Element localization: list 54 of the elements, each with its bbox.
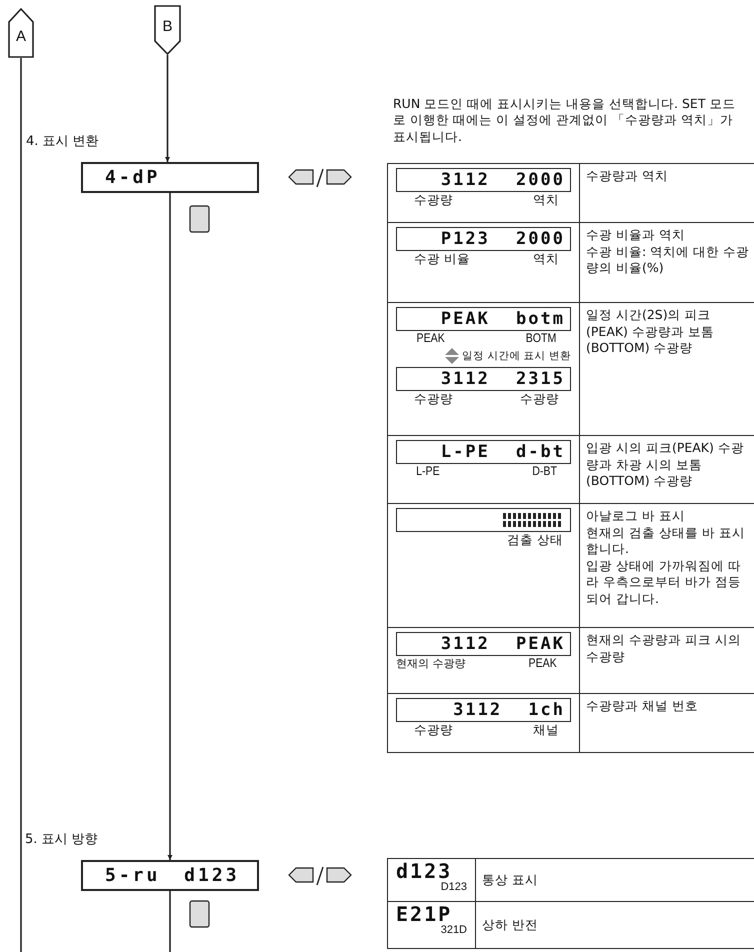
description-text: 현재의 검출 상태를 바 표시합니다. <box>586 524 746 558</box>
display-caption: 수광량 <box>414 391 453 408</box>
description-text: 현재의 수광량과 피크 시의 수광량 <box>586 632 742 665</box>
display-readout: L-PE d-bt <box>396 440 571 464</box>
flow-arrow <box>168 193 172 860</box>
display-caption: 현재의 수광량 <box>396 656 466 671</box>
display-readout: E21P <box>396 904 452 924</box>
flow-line <box>20 58 22 952</box>
display-caption: 검출 상태 <box>507 532 563 549</box>
display-readout: PEAK botm <box>396 307 571 331</box>
description-text: 수광량과 역치 <box>586 168 669 184</box>
display-readout: P123 2000 <box>396 227 571 251</box>
display-caption: 321D <box>440 924 467 936</box>
display-readout: 3112 2315 <box>396 367 571 391</box>
description-text: 아날로그 바 표시 <box>586 508 686 524</box>
display-caption: D-BT <box>532 464 557 478</box>
description-text: 입광 상태에 가까워짐에 따라 우측으로부터 바가 점등되어 갑니다. <box>586 558 742 607</box>
description-text: 통상 표시 <box>482 872 538 888</box>
display-caption: 수광량 <box>520 391 559 408</box>
description-text: 일정 시간(2S)의 피크(PEAK) 수광량과 보톰(BOTTOM) 수광량 <box>586 307 715 356</box>
display-readout: 3112 PEAK <box>396 632 571 656</box>
display-readout: 4-dP <box>104 167 160 188</box>
off-page-connector <box>8 8 34 58</box>
description-text: 수광량과 채널 번호 <box>586 698 699 714</box>
display-readout: 3112 1ch <box>396 698 571 722</box>
display-box <box>81 860 259 891</box>
display-readout: d123 <box>396 861 452 881</box>
display-caption: 역치 <box>533 192 559 209</box>
switch-note: 일정 시간에 표시 변환 <box>462 349 571 363</box>
note-text: RUN 모드인 때에 표시시키는 내용을 선택합니다. SET 모드로 이행한 때에는 이 설정에 관계없이 「수광량과 역치」가 표시됩니다. <box>393 96 736 145</box>
description-text: 수광 비율과 역치 <box>586 227 686 244</box>
display-readout: 5-ru d123 <box>104 865 240 886</box>
display-caption: 채널 <box>533 722 559 739</box>
description-text: 수광 비율: 역치에 대한 수광량의 비율(%) <box>586 244 750 276</box>
display-box <box>81 162 259 193</box>
off-page-connector <box>154 5 181 55</box>
display-caption: 수광량 <box>414 722 453 739</box>
step-heading: 4. 표시 변환 <box>26 133 99 150</box>
display-caption: PEAK <box>416 331 445 345</box>
display-caption: BOTM <box>526 331 556 345</box>
display-caption: L-PE <box>416 464 440 478</box>
display-caption: 수광량 <box>414 192 453 209</box>
connector-letter: B <box>162 18 172 34</box>
description-text: 입광 시의 피크(PEAK) 수광량과 차광 시의 보톰(BOTTOM) 수광량 <box>586 440 745 490</box>
display-readout: 3112 2000 <box>396 168 571 192</box>
flow-arrow <box>165 55 170 162</box>
connector-letter: A <box>16 28 26 44</box>
display-caption: 수광 비율 <box>414 251 470 268</box>
description-text: 상하 반전 <box>482 916 538 934</box>
step-heading: 5. 표시 방향 <box>25 831 98 848</box>
display-caption: D123 <box>440 881 467 893</box>
display-caption: 역치 <box>533 251 559 268</box>
display-caption: PEAK <box>528 656 556 671</box>
flow-line <box>169 891 171 952</box>
